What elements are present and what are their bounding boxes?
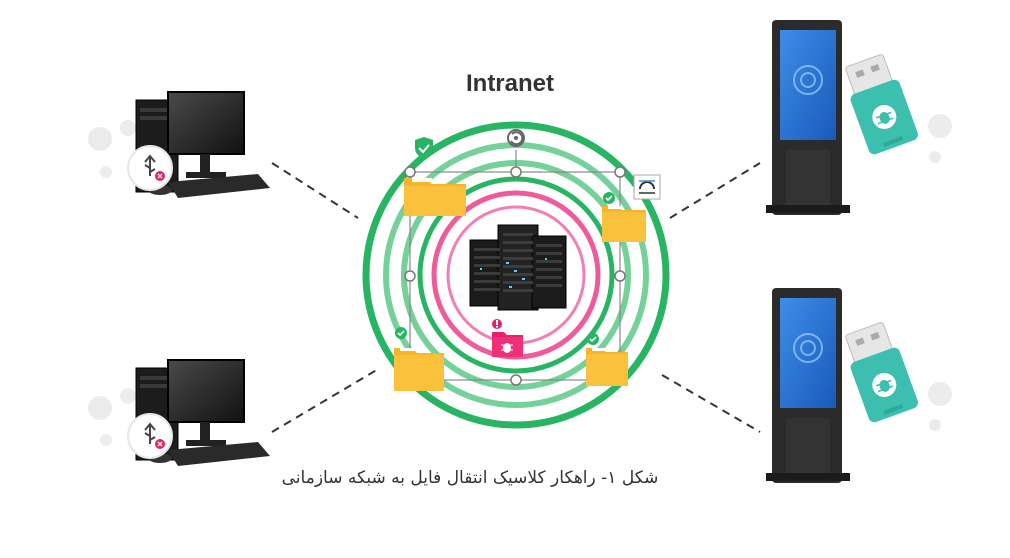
kiosk-screen xyxy=(780,298,836,408)
folder-secure-top-left xyxy=(404,137,466,216)
pc-monitor xyxy=(167,91,245,155)
connector-top-left xyxy=(271,162,359,219)
infected-usb-drive xyxy=(845,322,918,423)
ring-outer xyxy=(362,121,670,429)
selection-box[interactable] xyxy=(404,129,661,386)
shield-check-icon xyxy=(395,327,407,339)
kiosk-top-right xyxy=(766,20,952,215)
bug-icon xyxy=(875,379,894,393)
resize-handle-bc[interactable] xyxy=(510,374,522,386)
kiosk-bottom-right xyxy=(766,288,952,483)
folder-secure-bottom-right xyxy=(586,333,628,386)
bug-icon xyxy=(501,343,513,353)
infected-usb-drive xyxy=(845,54,918,155)
diagram-title: Intranet xyxy=(465,70,554,97)
desktop-computer-top-left xyxy=(88,91,270,198)
folder-secure-bottom-left xyxy=(394,327,444,391)
connector-top-right xyxy=(669,162,761,219)
resize-handle-tl[interactable] xyxy=(404,166,416,178)
connector-bottom-right xyxy=(661,374,761,433)
ring-4 xyxy=(417,176,615,374)
resize-handle-ml[interactable] xyxy=(404,270,416,282)
connectors xyxy=(271,162,761,433)
bug-icon xyxy=(875,111,894,125)
pc-keyboard xyxy=(168,442,270,466)
resize-handle-tc[interactable] xyxy=(510,166,522,178)
resize-handle-mr[interactable] xyxy=(614,270,626,282)
desktop-computer-bottom-left xyxy=(88,359,270,466)
usb-blocked-icon xyxy=(127,413,173,459)
figure-caption: شکل ۱- راهکار کلاسیک انتقال فایل به شبکه… xyxy=(281,468,659,488)
usb-blocked-icon xyxy=(127,145,173,191)
server-rack-icon xyxy=(469,224,567,311)
rotate-handle-icon[interactable] xyxy=(507,129,525,147)
folder-secure-top-right xyxy=(602,192,646,242)
shield-check-icon xyxy=(415,137,433,159)
text-box-icon[interactable] xyxy=(633,174,661,200)
infected-folder-icon xyxy=(492,319,523,357)
kiosk-screen xyxy=(780,30,836,140)
connector-bottom-left xyxy=(271,367,381,433)
resize-handle-tr[interactable] xyxy=(614,166,626,178)
pc-keyboard xyxy=(168,174,270,198)
shield-check-icon xyxy=(587,333,599,345)
shield-check-icon xyxy=(603,192,615,204)
pc-monitor xyxy=(167,359,245,423)
